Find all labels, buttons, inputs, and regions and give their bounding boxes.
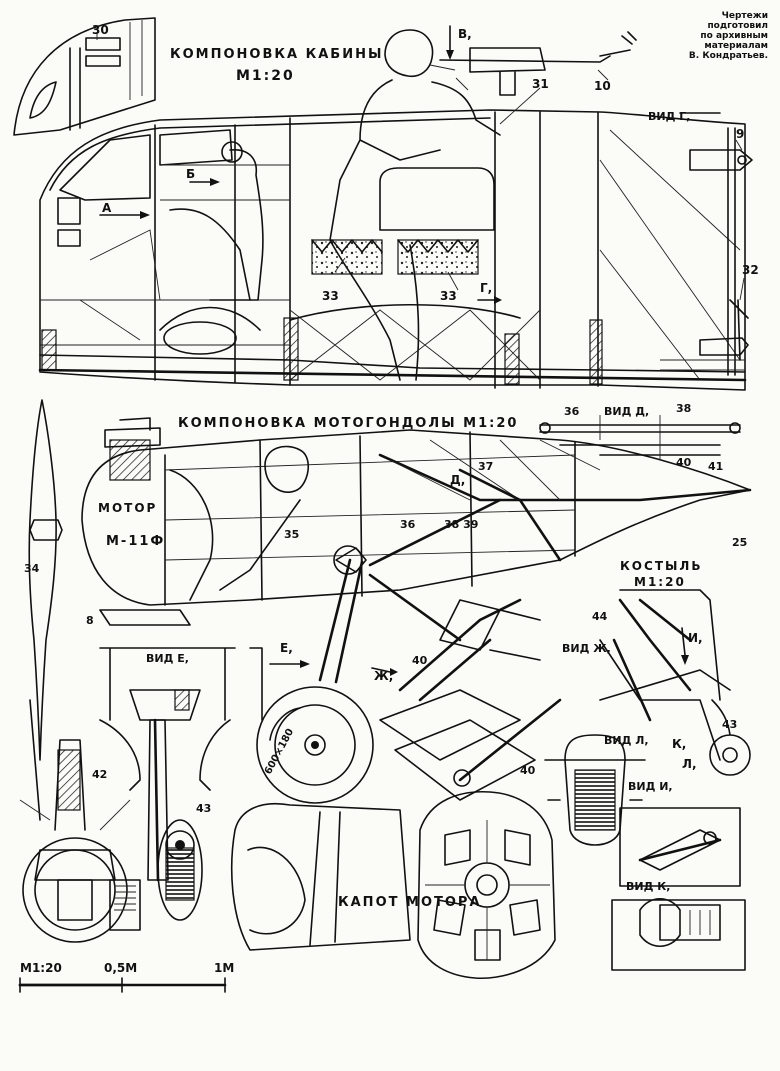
marker-zh: Ж, [374, 669, 393, 683]
callout-34: 34 [24, 562, 40, 575]
callout-32: 32 [742, 263, 759, 277]
nacelle-layout-drawing [28, 399, 752, 804]
cowling-drawing [230, 790, 556, 980]
callout-44: 44 [592, 610, 608, 623]
view-e-drawing [99, 647, 310, 882]
view-i-drawing [619, 807, 741, 887]
credit-line-5: В. Кондратьев. [689, 51, 768, 61]
tailskid-scale: M1:20 [634, 575, 686, 589]
motor-label: МОТОР [98, 501, 157, 515]
credit-line-3: по архивным [700, 31, 768, 41]
view-zh-drawing [371, 598, 562, 801]
callout-41: 41 [708, 460, 723, 473]
scale-ratio: M1:20 [20, 961, 62, 975]
marker-v: В, [458, 27, 472, 41]
callout-35: 35 [284, 528, 299, 541]
marker-k: К, [672, 737, 686, 751]
cabin-layout-drawing [13, 17, 753, 391]
scale-mid: 0,5М [104, 961, 137, 975]
view-zh-label: ВИД Ж, [562, 642, 611, 655]
callout-38-top: 38 [676, 402, 691, 415]
view-l-drawing [544, 734, 646, 846]
view-d-label: ВИД Д, [604, 405, 649, 418]
tailskid-title: КОСТЫЛЬ [620, 559, 703, 573]
text-labels: КОМПОНОВКА КАБИНЫ M1:20 КОМПОНОВКА МОТОГ… [20, 11, 768, 975]
marker-g: Г, [480, 281, 492, 295]
view-i-label: ВИД И, [628, 780, 673, 793]
callout-8: 8 [86, 614, 94, 627]
credit-line-2: подготовил [707, 21, 768, 31]
marker-i: И, [688, 631, 703, 645]
callout-43-wheel: 43 [196, 802, 211, 815]
motor-model-label: М-11Ф [106, 534, 165, 549]
credit-line-1: Чертежи [722, 11, 768, 21]
cabin-title: КОМПОНОВКА КАБИНЫ [170, 47, 383, 62]
marker-d: Д, [450, 473, 465, 487]
callout-40-view-d: 40 [676, 456, 692, 469]
view-e-label: ВИД Е, [146, 652, 189, 665]
credit-line-4: материалам [704, 41, 768, 51]
callout-40-strut: 40 [520, 764, 536, 777]
main-gear-drawing [19, 699, 141, 943]
view-g-label: ВИД Г, [648, 110, 690, 123]
callout-10: 10 [594, 79, 611, 93]
view-l-label: ВИД Л, [604, 734, 649, 747]
cabin-scale: M1:20 [236, 68, 295, 84]
tire-size-text: 600×180 [263, 727, 296, 776]
callout-38-39: 38 39 [444, 518, 478, 531]
marker-b: Б [186, 167, 195, 181]
scale-end: 1М [214, 961, 234, 975]
callout-9: 9 [736, 127, 744, 141]
tailskid-drawing [599, 589, 751, 776]
small-wheel-drawing [157, 819, 203, 921]
scale-bar [18, 977, 227, 993]
callout-31: 31 [532, 77, 549, 91]
callout-25: 25 [732, 536, 747, 549]
nacelle-title: КОМПОНОВКА МОТОГОНДОЛЫ M1:20 [178, 416, 518, 431]
view-k-drawing [611, 897, 746, 971]
marker-e: Е, [280, 641, 293, 655]
callout-30: 30 [92, 23, 109, 37]
callout-33-right: 33 [440, 289, 457, 303]
view-k-label: ВИД К, [626, 880, 670, 893]
callout-36-top: 36 [564, 405, 580, 418]
callout-40-wishbone: 40 [412, 654, 428, 667]
view-d-drawing [539, 415, 741, 460]
callout-37: 37 [478, 460, 493, 473]
callout-42: 42 [92, 768, 107, 781]
cowling-title: КАПОТ МОТОРА [338, 895, 482, 910]
marker-a: А [102, 201, 112, 215]
callout-33-left: 33 [322, 289, 339, 303]
callout-36: 36 [400, 518, 416, 531]
marker-l: Л, [682, 757, 697, 771]
callout-43-tailwheel: 43 [722, 718, 737, 731]
